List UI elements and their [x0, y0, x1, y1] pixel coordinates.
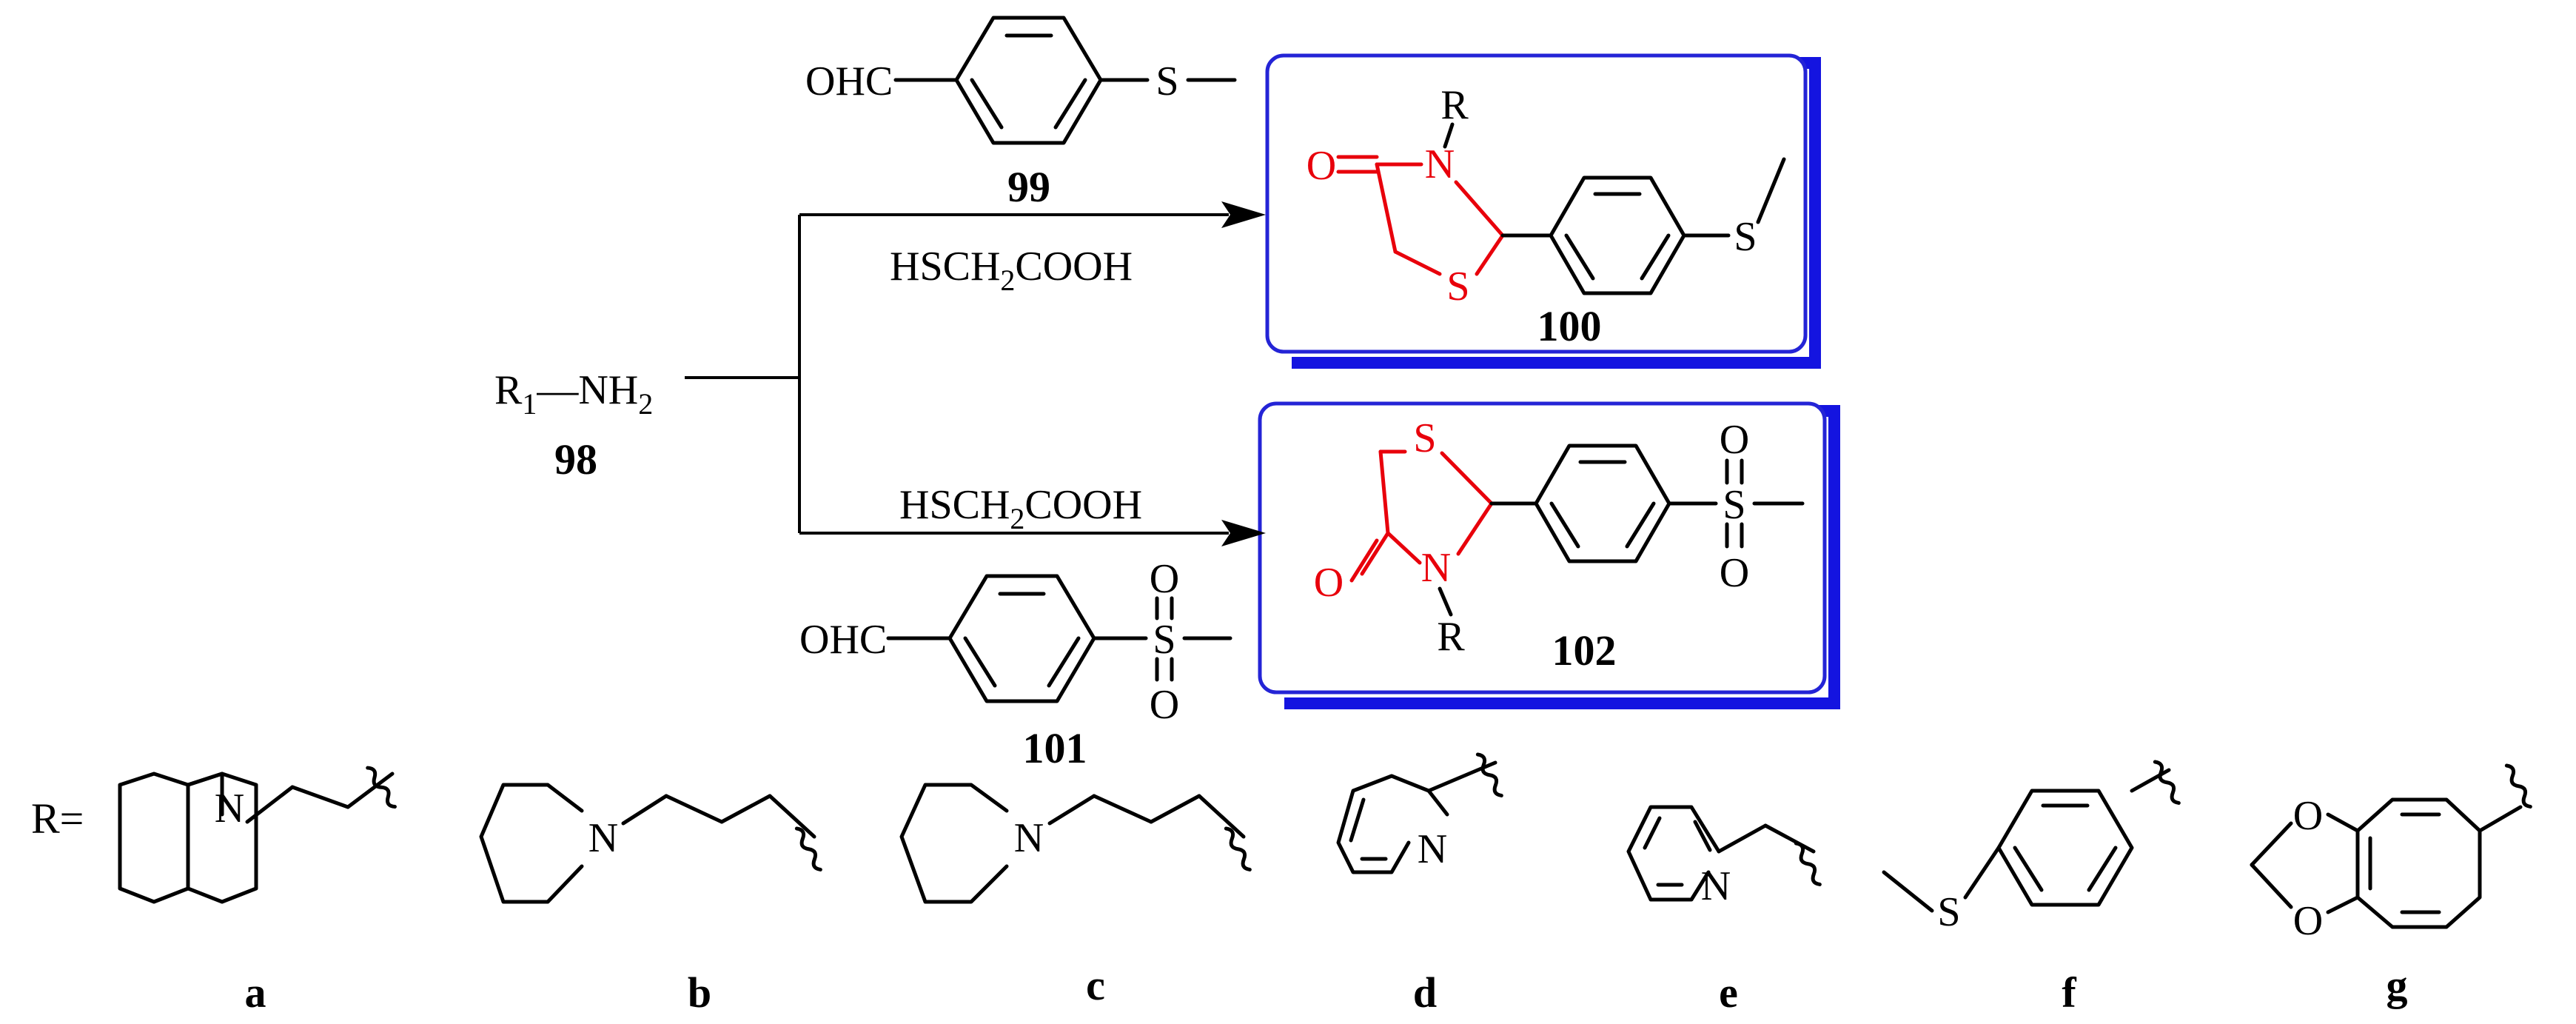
r1-label: R: [494, 367, 523, 413]
oxygen-label: O: [1150, 556, 1179, 602]
compound-101: OHC S O O 101: [799, 556, 1232, 772]
product-box-102: [1258, 401, 1840, 709]
compound-98: R1—NH2 98: [494, 367, 653, 483]
nitrogen-label: N: [1418, 826, 1447, 872]
r-group-label: R: [1440, 82, 1469, 128]
compound-number-100: 100: [1537, 302, 1602, 350]
compound-100: O N S R S 100: [1307, 82, 1786, 350]
ring-sulfur: S: [1446, 264, 1469, 309]
carbonyl-oxygen: O: [1307, 143, 1336, 189]
reaction-arrows: [685, 201, 1266, 546]
nitrogen-label: N: [588, 815, 618, 861]
ring-nitrogen: N: [1421, 545, 1451, 591]
compound-number-102: 102: [1552, 626, 1617, 675]
nitrogen-label: N: [1014, 815, 1044, 861]
oxygen-label: O: [2293, 793, 2323, 839]
sulfur-label: S: [1734, 214, 1757, 260]
label-d: d: [1413, 968, 1437, 1017]
label-f: f: [2062, 968, 2076, 1017]
carbonyl-oxygen: O: [1314, 560, 1344, 606]
substituent-g: O O g: [2250, 763, 2532, 1009]
nitrogen-label: N: [215, 786, 244, 831]
ring-sulfur: S: [1413, 415, 1436, 461]
svg-text:R1—NH2: R1—NH2: [494, 367, 653, 421]
sulfur-label: S: [1723, 482, 1745, 528]
sulfur-label: S: [1937, 889, 1960, 935]
ring-nitrogen: N: [1425, 141, 1455, 187]
label-c: c: [1086, 961, 1105, 1009]
compound-number-101: 101: [1023, 724, 1087, 772]
compound-99: OHC S 99: [805, 16, 1237, 211]
r-equals-label: R=: [31, 794, 84, 843]
label-g: g: [2387, 961, 2408, 1009]
compound-number-98: 98: [554, 435, 597, 483]
substituent-e: N e: [1626, 805, 1822, 1017]
substituent-b: N b: [479, 783, 822, 1017]
label-b: b: [688, 968, 711, 1017]
r-group-label: R: [1437, 614, 1465, 660]
reagent-bottom: HSCH2COOH: [899, 482, 1142, 535]
cho-label: OHC: [799, 617, 887, 663]
compound-102: O N S R S O O 102: [1314, 415, 1805, 675]
oxygen-label: O: [1150, 682, 1179, 728]
substituent-d: N d: [1336, 752, 1503, 1017]
oxygen-label: O: [1720, 550, 1749, 596]
sulfur-label: S: [1153, 617, 1175, 663]
oxygen-label: O: [1720, 417, 1749, 463]
reagent-top: HSCH2COOH: [890, 244, 1133, 297]
sulfur-label: S: [1155, 58, 1178, 104]
substituent-f: S f: [1882, 760, 2181, 1017]
compound-number-99: 99: [1007, 163, 1050, 211]
nitrogen-label: N: [1701, 863, 1731, 909]
label-e: e: [1719, 968, 1738, 1017]
substituent-c: N c: [899, 783, 1252, 1009]
substituent-a: N a: [118, 766, 397, 1017]
label-a: a: [245, 968, 266, 1017]
cho-label: OHC: [805, 58, 893, 104]
oxygen-label: O: [2293, 898, 2323, 944]
product-box-100: [1265, 53, 1821, 369]
